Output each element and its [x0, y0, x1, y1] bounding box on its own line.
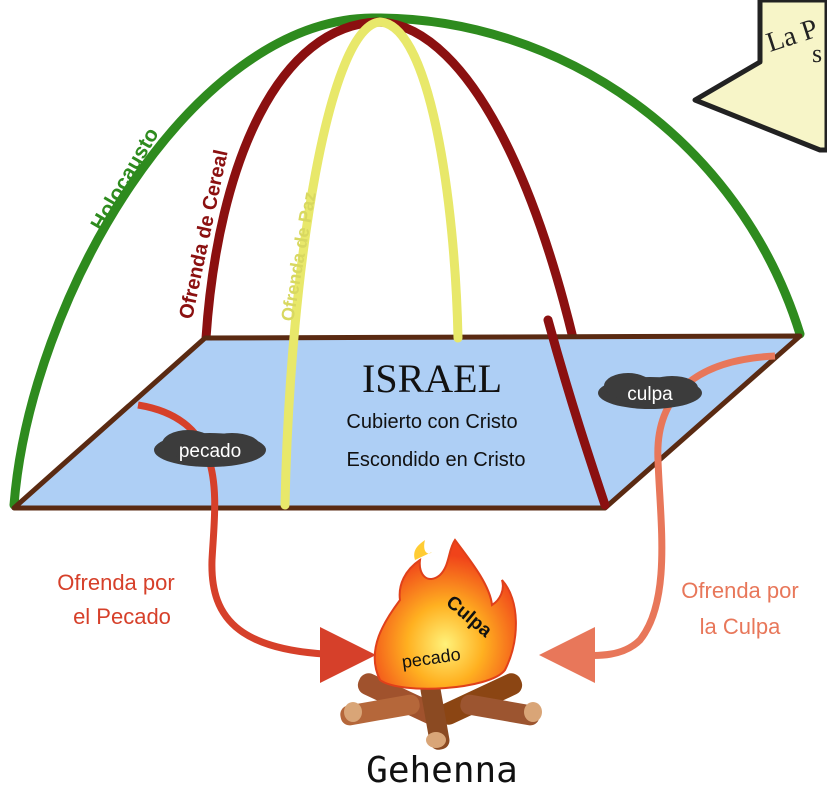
culpa-offering-label-1: Ofrenda por [681, 578, 798, 603]
israel-title: ISRAEL [362, 356, 502, 401]
gehenna-label: Gehenna [366, 750, 518, 790]
campfire: Culpa pecado [340, 538, 542, 750]
israel-line-2: Escondido en Cristo [347, 449, 526, 471]
corner-sign-text-2: s [812, 39, 822, 68]
pecado-cloud: pecado [154, 430, 266, 467]
paz-label: Ofrenda de Paz [277, 190, 319, 323]
paz-arch [280, 17, 463, 510]
fire-flames [373, 538, 517, 690]
pecado-offering-label-1: Ofrenda por [57, 570, 174, 595]
pecado-cloud-text: pecado [179, 441, 241, 462]
israel-line-1: Cubierto con Cristo [346, 411, 517, 433]
culpa-cloud: culpa [598, 373, 702, 409]
holocausto-label: Holocausto [86, 124, 163, 235]
culpa-offering-label-2: la Culpa [700, 614, 781, 639]
logs [340, 673, 542, 750]
corner-sign: La P s [692, 0, 827, 153]
culpa-cloud-text: culpa [627, 384, 673, 405]
pecado-offering-label-2: el Pecado [73, 604, 171, 629]
